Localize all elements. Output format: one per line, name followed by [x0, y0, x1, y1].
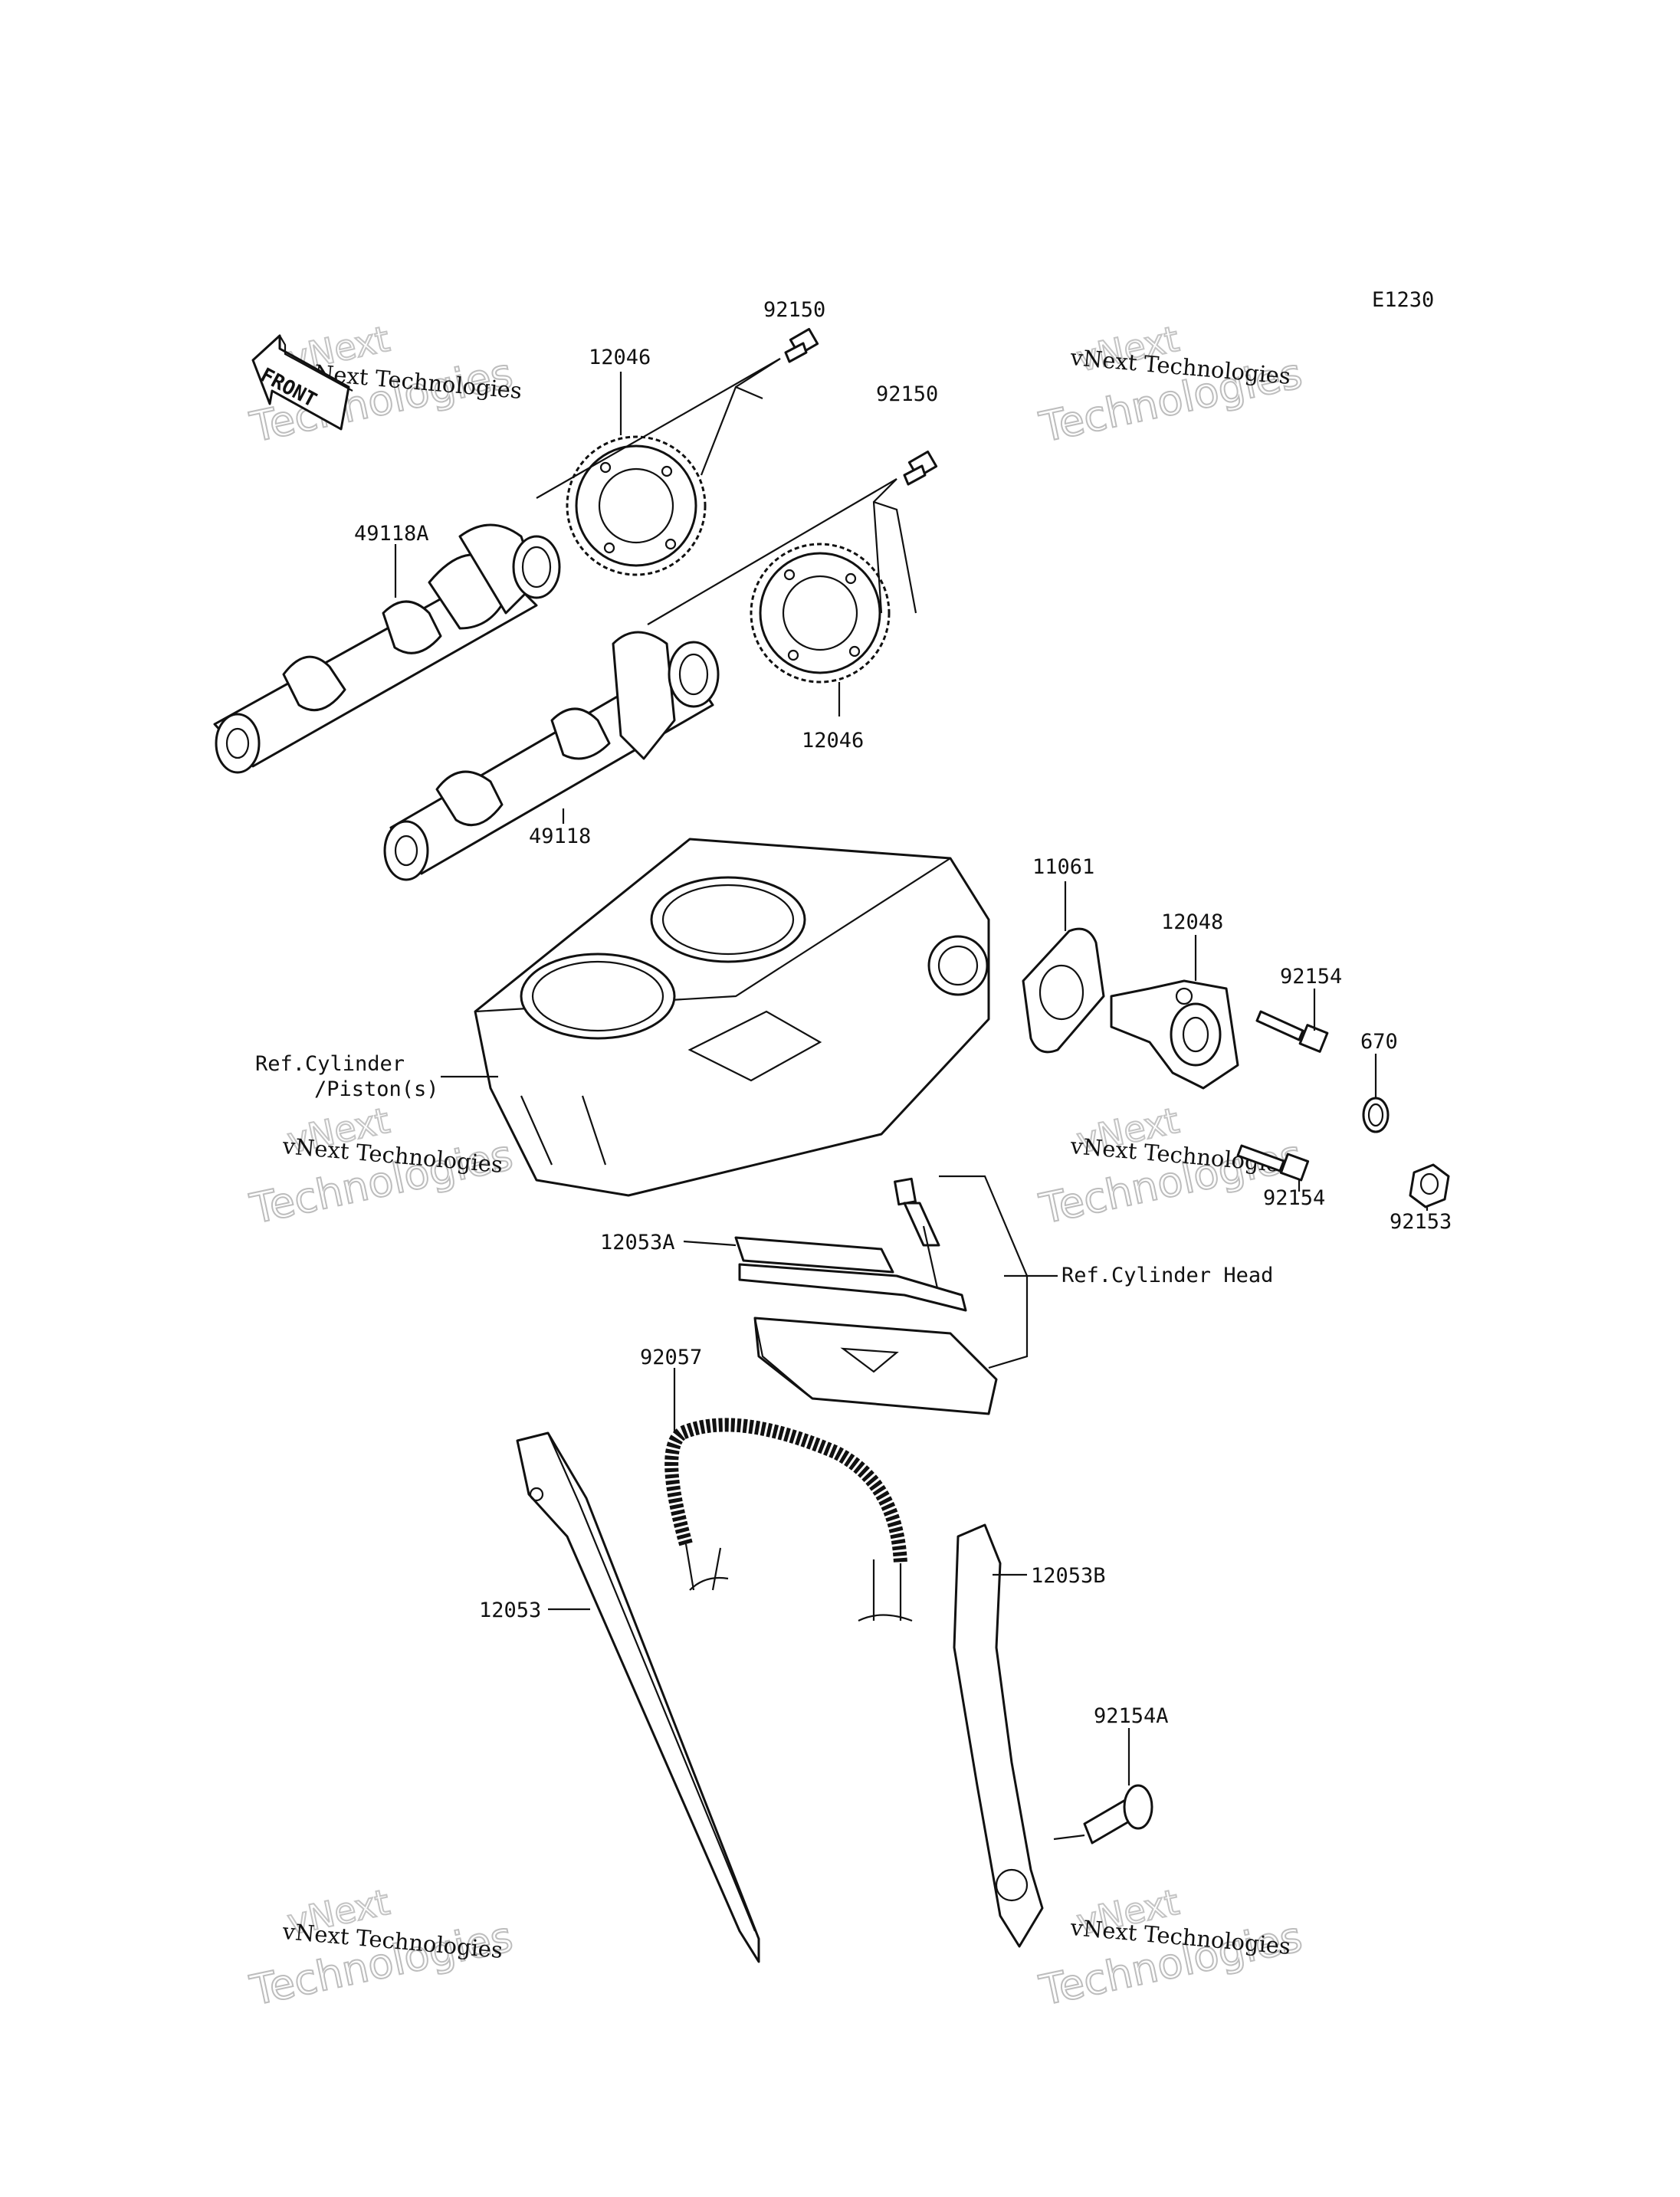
guide-12053A [734, 1236, 967, 1312]
tensioner-12048 [1110, 979, 1239, 1090]
bolt-92150-bottom [903, 450, 938, 486]
chain-guide-12053B [953, 1523, 1044, 1948]
label-12046-bottom[interactable]: 12046 [802, 729, 864, 753]
label-ref-cylinder[interactable]: Ref.Cylinder [255, 1052, 405, 1076]
label-49118[interactable]: 49118 [529, 825, 591, 848]
guide-block [753, 1317, 998, 1415]
long-bolt [894, 1177, 940, 1296]
label-ref-cylinder-head[interactable]: Ref.Cylinder Head [1061, 1264, 1273, 1287]
bolt-92154-bottom [1236, 1144, 1310, 1182]
sprocket-12046-bottom [750, 543, 891, 684]
pivot-bolt-92154A [1083, 1784, 1153, 1844]
label-670[interactable]: 670 [1360, 1030, 1398, 1054]
o-ring-670 [1362, 1097, 1390, 1133]
camshaft-49118A [213, 523, 561, 774]
label-92154A[interactable]: 92154A [1094, 1704, 1169, 1728]
o-ring-670-inner [1367, 1103, 1384, 1127]
label-ref-piston[interactable]: /Piston(s) [314, 1077, 439, 1101]
label-92153[interactable]: 92153 [1390, 1210, 1452, 1234]
gasket-11061 [1022, 927, 1105, 1054]
nut-92153 [1409, 1163, 1450, 1208]
camshaft-49118 [383, 631, 720, 881]
label-12048[interactable]: 12048 [1161, 910, 1223, 934]
label-92150-bottom[interactable]: 92150 [876, 382, 938, 406]
cam-chain-92057 [664, 1418, 913, 1622]
bolt-92150-top [784, 327, 819, 363]
label-92154-bottom[interactable]: 92154 [1263, 1186, 1325, 1210]
label-12053A[interactable]: 12053A [600, 1231, 675, 1254]
chain-guide-12053 [516, 1431, 760, 1963]
label-12053[interactable]: 12053 [479, 1599, 541, 1622]
label-92150-top[interactable]: 92150 [763, 298, 825, 322]
cylinder-block [474, 838, 990, 1197]
label-11061[interactable]: 11061 [1032, 855, 1094, 879]
label-92154-top[interactable]: 92154 [1280, 965, 1342, 989]
label-49118A[interactable]: 49118A [354, 522, 429, 546]
label-12053B[interactable]: 12053B [1031, 1564, 1106, 1588]
diagram-code: E1230 [1372, 288, 1434, 312]
sprocket-12046-top [566, 435, 707, 576]
label-92057[interactable]: 92057 [640, 1346, 702, 1369]
leader-lines [394, 358, 1429, 1841]
bolt-92154-top [1255, 1010, 1329, 1053]
label-12046-top[interactable]: 12046 [589, 346, 651, 369]
